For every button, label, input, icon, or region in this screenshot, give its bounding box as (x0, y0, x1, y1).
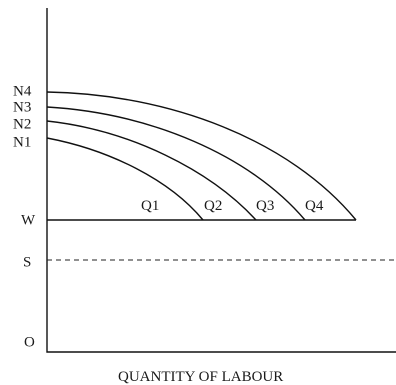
n1-label: N1 (13, 134, 31, 150)
subsistence-label: S (23, 254, 31, 270)
n3-label: N3 (13, 99, 31, 115)
q4-label: Q4 (305, 198, 324, 214)
curve-n4-q4 (46, 91, 357, 221)
q1-label: Q1 (141, 198, 159, 214)
n2-label: N2 (13, 116, 31, 132)
curve-n3-q3 (46, 106, 306, 221)
q3-label: Q3 (256, 198, 274, 214)
curve-n1-q1 (46, 137, 204, 221)
axes (46, 8, 396, 353)
x-axis-label: QUANTITY OF LABOUR (118, 369, 283, 385)
origin-label: O (24, 334, 35, 350)
curve-n2-q2 (46, 120, 257, 221)
q2-label: Q2 (204, 198, 222, 214)
n4-label: N4 (13, 83, 32, 99)
wage-label: W (21, 212, 36, 228)
